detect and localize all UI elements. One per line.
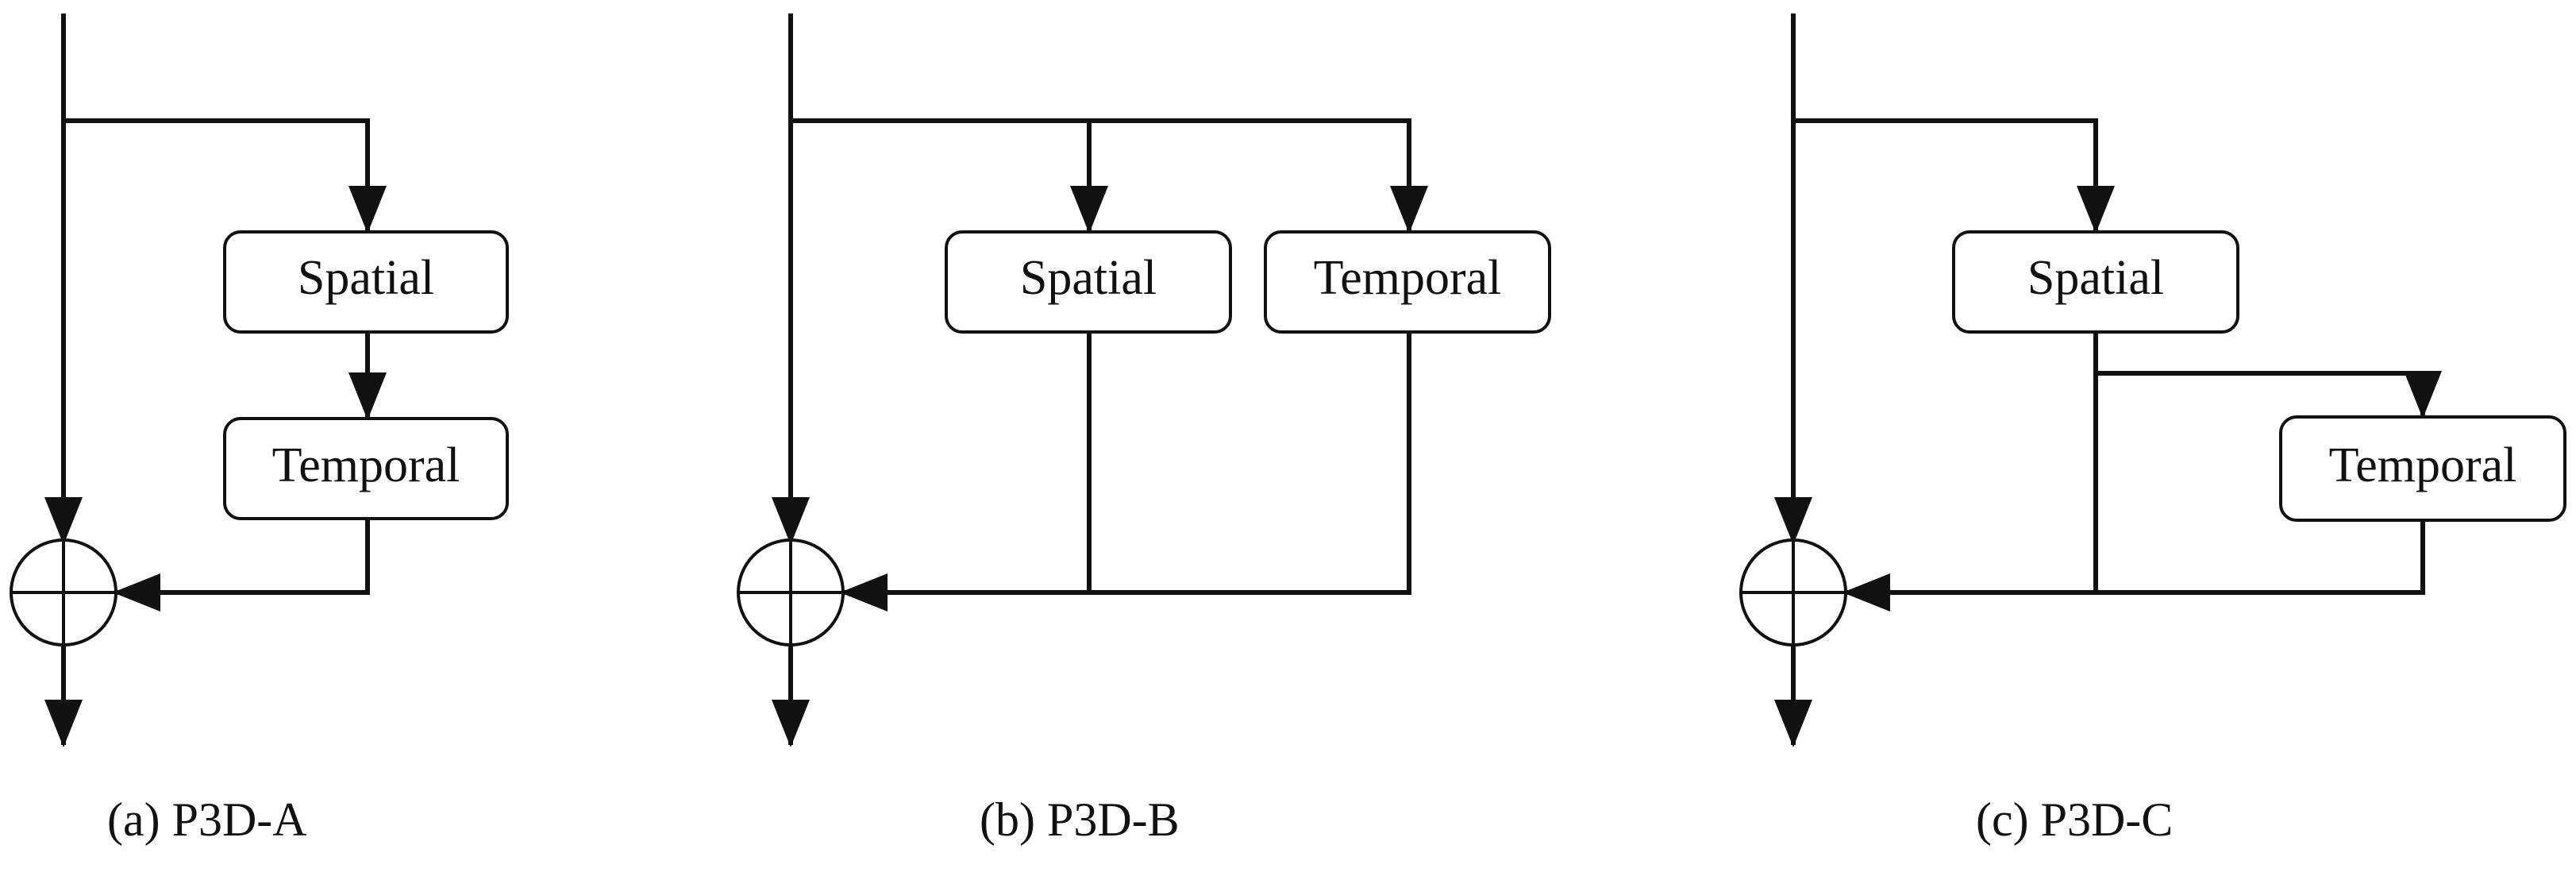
panel-c-temporal-box	[2279, 415, 2566, 522]
panel-c-temporal-to-sum	[1842, 518, 2425, 612]
panel-c-caption: (c) P3D-C	[1976, 793, 2173, 846]
panel-a-input-to-spatial	[61, 118, 387, 233]
panel-c-spatial-to-temporal	[2093, 371, 2442, 419]
panel-c-temporal-label: Temporal	[2329, 438, 2517, 492]
panel-b-connections	[772, 14, 1428, 747]
panel-b-temporal-box	[1264, 230, 1551, 334]
panel-c-input-to-spatial	[1791, 118, 2115, 233]
panel-c-spatial-box	[1952, 230, 2239, 334]
panel-c-connections	[1774, 14, 2442, 747]
panel-a-caption: (a) P3D-A	[107, 793, 307, 846]
panel-b-sum-node	[737, 538, 845, 646]
panel-b-temporal-label: Temporal	[1314, 251, 1502, 305]
panel-c-sum-node	[1739, 538, 1847, 646]
panel-c-spatial-label: Spatial	[2027, 251, 2164, 305]
panel-a-spatial-box	[223, 230, 509, 334]
panel-b-spatial-box	[945, 230, 1232, 334]
panel-a-temporal-to-sum	[113, 516, 370, 612]
panel-a-connections	[44, 14, 387, 747]
panel-b-caption: (b) P3D-B	[980, 793, 1180, 846]
panel-a-temporal-label: Temporal	[272, 438, 460, 492]
panel-b-temporal-to-sum	[840, 330, 1411, 612]
panel-a: Spatial Temporal (a) P3D-A	[10, 14, 509, 846]
panel-c: Spatial Temporal (c) P3D-C	[1739, 14, 2566, 846]
panel-a-temporal-box	[223, 417, 509, 520]
panel-a-sum-node	[10, 538, 117, 646]
panel-b-spatial-label: Spatial	[1020, 251, 1157, 305]
panel-a-spatial-label: Spatial	[298, 251, 434, 305]
panel-b: Spatial Temporal (b) P3D-B	[737, 14, 1551, 846]
